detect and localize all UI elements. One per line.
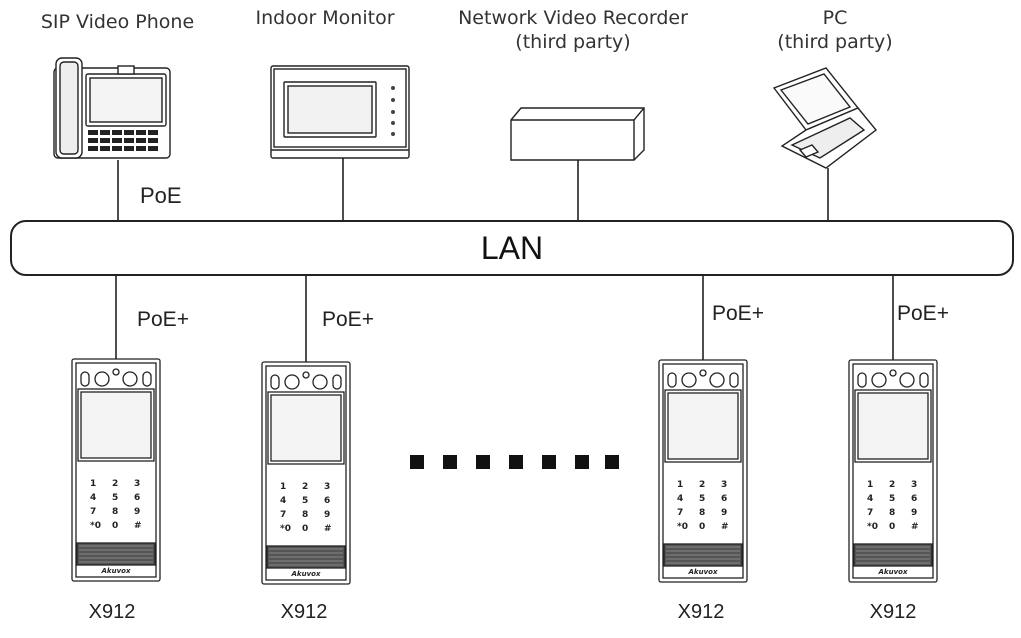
door-station-2-key: 1	[280, 482, 287, 492]
door-station-2-key: 3	[324, 482, 331, 492]
door-station-1-key: 0	[112, 521, 119, 531]
door-station-3-icon	[658, 359, 748, 583]
sip-phone-poe-label: PoE	[140, 183, 182, 208]
sip-video-phone-label: SIP Video Phone	[40, 11, 195, 33]
door-station-4-brand-logo: Akuvox	[878, 568, 908, 576]
door-station-4-key: 5	[889, 494, 896, 504]
door-station-3-key: 9	[721, 508, 728, 518]
door-station-3-key: *0	[677, 522, 688, 532]
sip-video-phone-icon	[53, 57, 171, 159]
door-station-2-key: *0	[280, 524, 291, 534]
door-station-4-key: 7	[867, 508, 874, 518]
door-station-2-key: 9	[324, 510, 331, 520]
door-station-1-key: *0	[90, 521, 101, 531]
indoor-monitor-label: Indoor Monitor	[255, 7, 395, 29]
door-station-1-key: 8	[112, 507, 119, 517]
door-station-4-key: 9	[911, 508, 918, 518]
nvr-icon	[510, 107, 645, 161]
door-station-3-key: 0	[699, 522, 706, 532]
door-station-3-key: 4	[677, 494, 684, 504]
door-station-2-model: X912	[280, 601, 328, 623]
door-station-3-key: 8	[699, 508, 706, 518]
pc-label: PC (third party)	[777, 7, 893, 53]
door-station-1-key: 9	[134, 507, 141, 517]
door-station-3-key: 6	[721, 494, 728, 504]
door-station-2-brand-logo: Akuvox	[291, 570, 321, 578]
door-station-3-key: 5	[699, 494, 706, 504]
door-station-2-key: 4	[280, 496, 287, 506]
door-station-4-key: 8	[889, 508, 896, 518]
laptop-icon	[772, 67, 878, 169]
door-station-2-key: 7	[280, 510, 287, 520]
more-devices-ellipsis	[410, 455, 619, 469]
door-station-4-key: 3	[911, 480, 918, 490]
door-station-3-key: 7	[677, 508, 684, 518]
door-station-2-key: 2	[302, 482, 309, 492]
door-station-3-poe-label: PoE+	[712, 302, 764, 325]
door-station-4-key: #	[911, 522, 919, 532]
door-station-4-key: 0	[889, 522, 896, 532]
door-station-4-key: *0	[867, 522, 878, 532]
door-station-1-key: 5	[112, 493, 119, 503]
door-station-1-key: 3	[134, 479, 141, 489]
lan-label: LAN	[480, 229, 544, 266]
door-station-2-poe-label: PoE+	[322, 308, 374, 331]
bottom-connection-lines	[115, 276, 894, 363]
door-station-3-key: 3	[721, 480, 728, 490]
door-station-1-key: 1	[90, 479, 97, 489]
door-station-2-key: 6	[324, 496, 331, 506]
door-station-1-model: X912	[88, 601, 136, 623]
door-station-3-key: #	[721, 522, 729, 532]
door-station-3-key: 1	[677, 480, 684, 490]
door-station-2-icon	[261, 361, 351, 585]
door-station-3-brand-logo: Akuvox	[688, 568, 718, 576]
door-station-4-icon	[848, 359, 938, 583]
door-station-4-key: 4	[867, 494, 874, 504]
nvr-label: Network Video Recorder (third party)	[458, 7, 688, 53]
indoor-monitor-icon	[270, 65, 410, 159]
top-connection-lines	[117, 158, 829, 220]
door-station-1-poe-label: PoE+	[137, 308, 189, 331]
door-station-1-brand-logo: Akuvox	[101, 567, 131, 575]
door-station-2-key: 8	[302, 510, 309, 520]
door-station-1-icon	[71, 358, 161, 582]
door-station-1-key: 6	[134, 493, 141, 503]
door-station-1-key: 2	[112, 479, 119, 489]
door-station-2-key: 0	[302, 524, 309, 534]
door-station-4-key: 1	[867, 480, 874, 490]
lan-bus: LAN	[10, 220, 1014, 276]
door-station-4-model: X912	[869, 601, 917, 623]
door-station-2-key: 5	[302, 496, 309, 506]
door-station-1-key: 4	[90, 493, 97, 503]
door-station-1-key: #	[134, 521, 142, 531]
door-station-3-model: X912	[677, 601, 725, 623]
door-station-2-key: #	[324, 524, 332, 534]
door-station-1-key: 7	[90, 507, 97, 517]
door-station-3-key: 2	[699, 480, 706, 490]
door-station-4-key: 2	[889, 480, 896, 490]
door-station-4-poe-label: PoE+	[897, 302, 949, 325]
door-station-4-key: 6	[911, 494, 918, 504]
